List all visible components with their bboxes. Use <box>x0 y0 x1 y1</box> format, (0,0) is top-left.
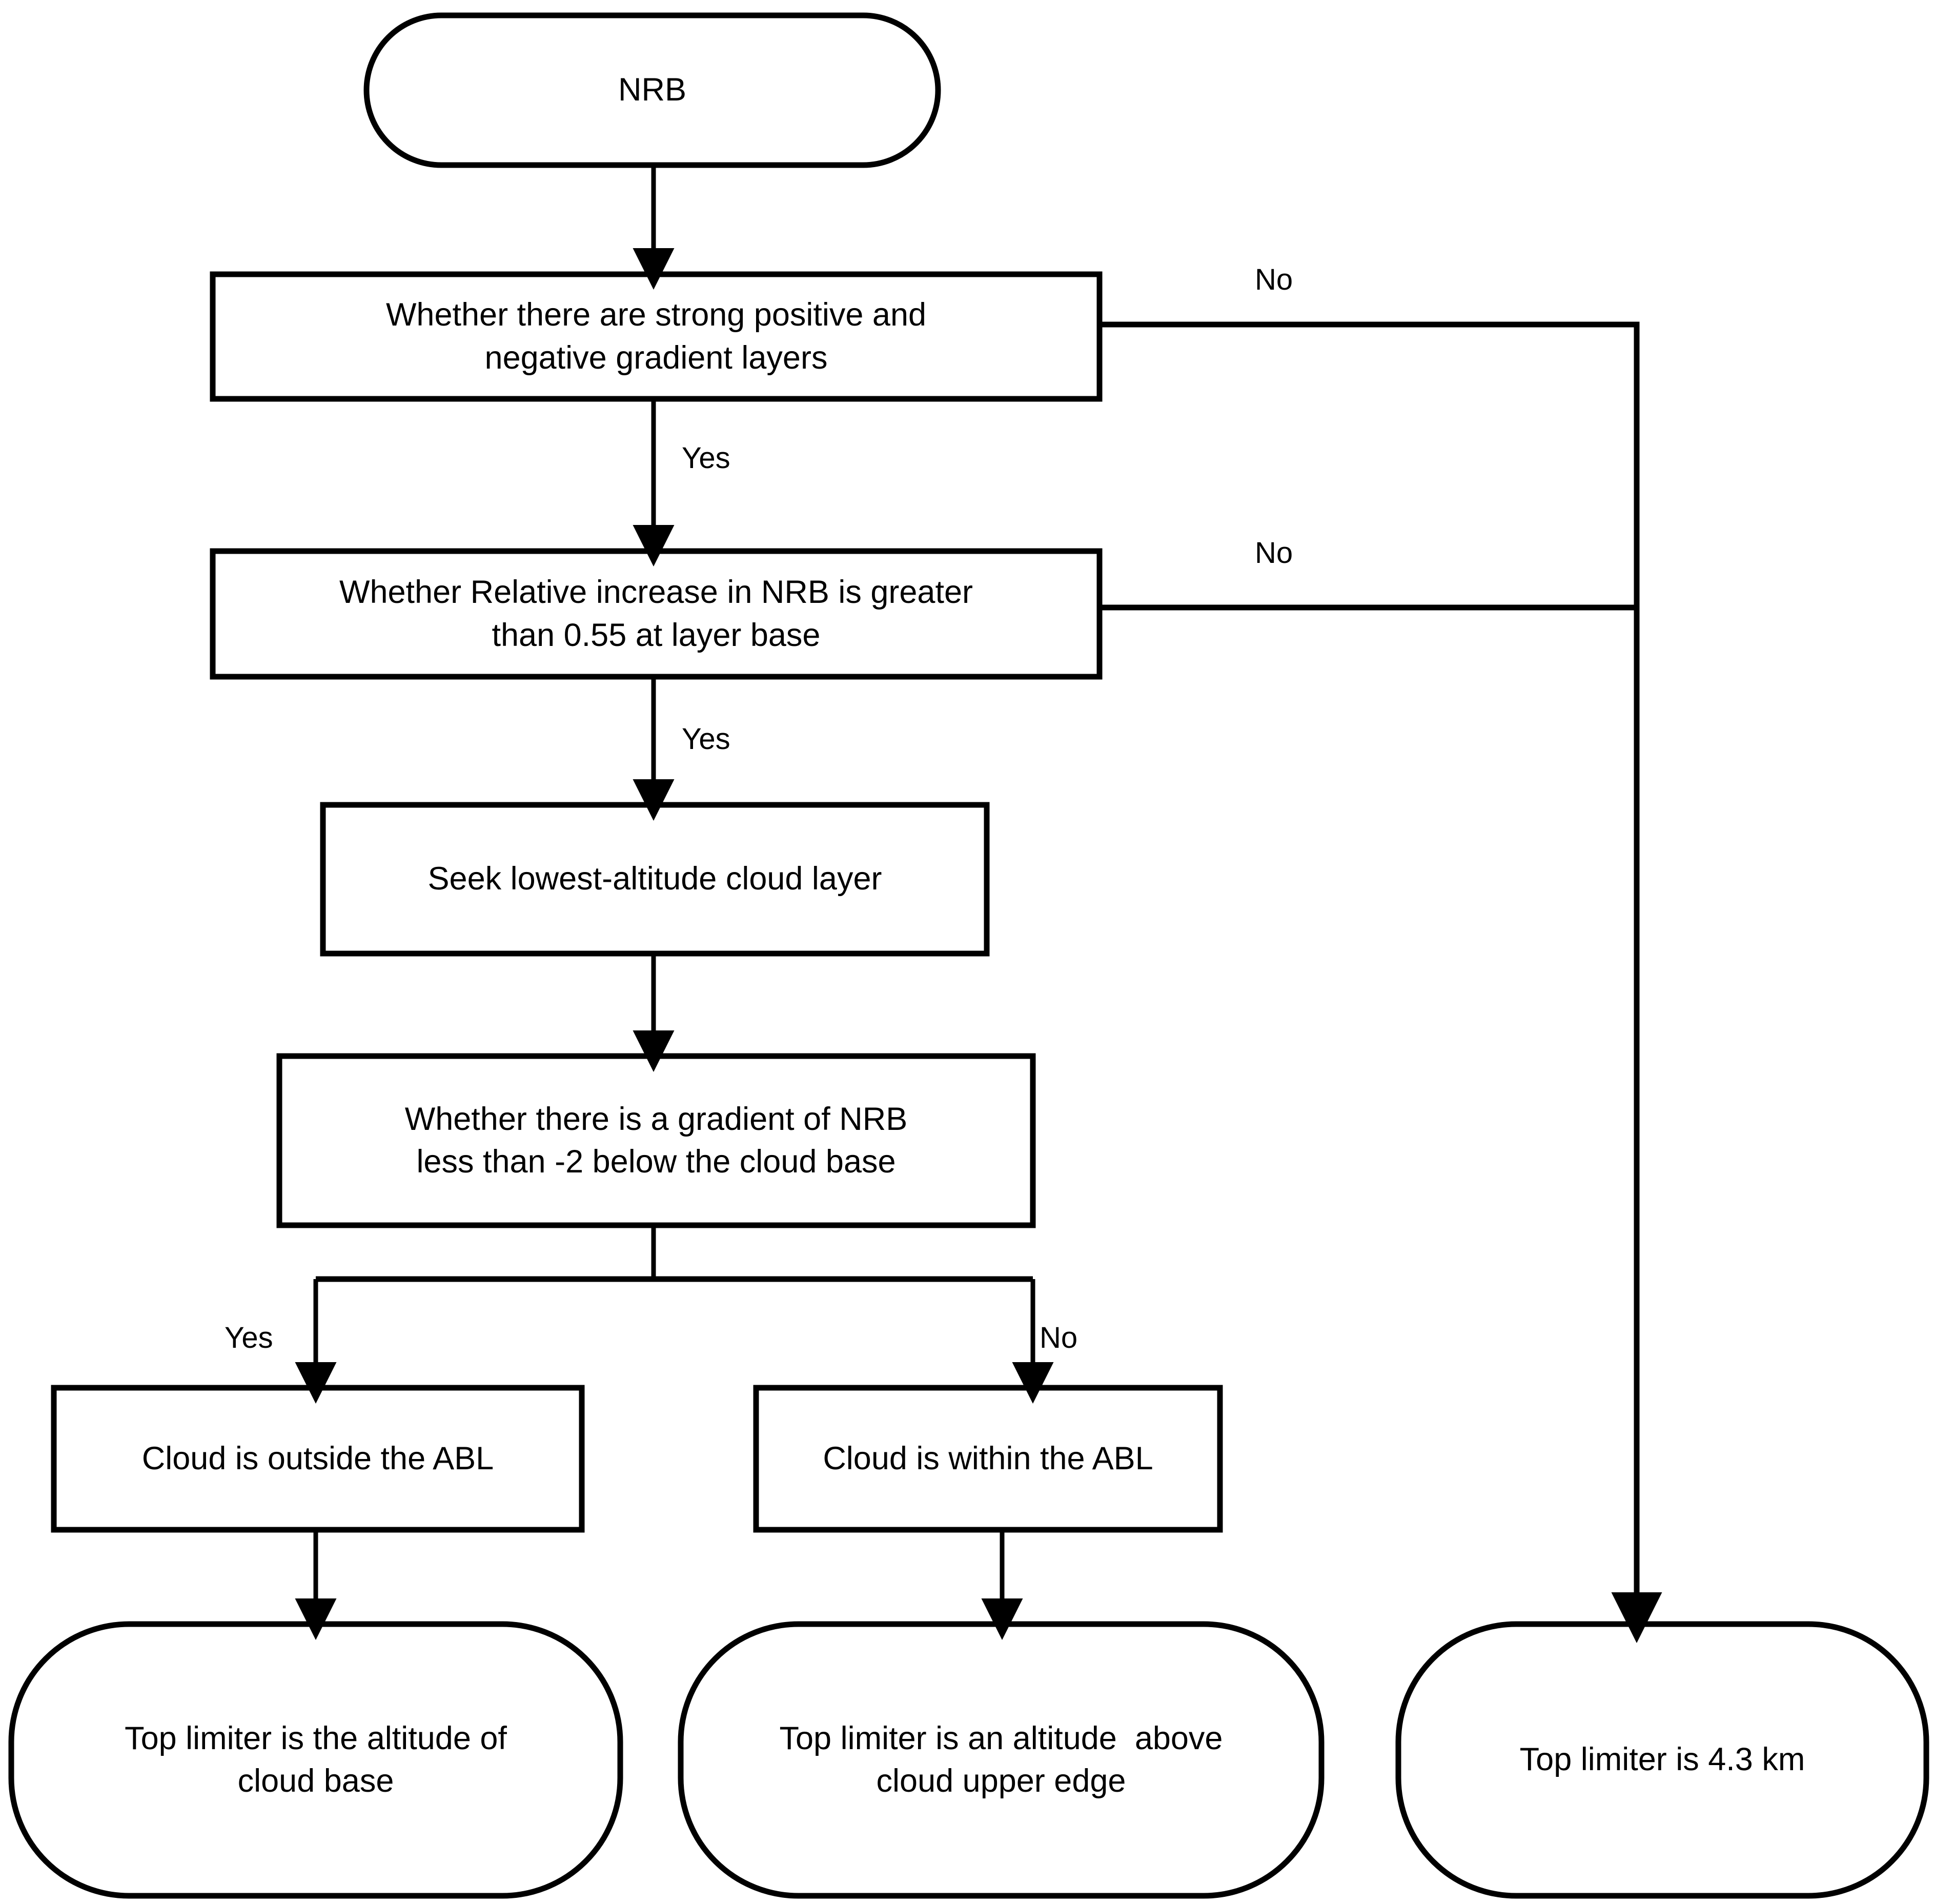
end-top-limiter-above-cloud-upper-edge-shape <box>678 1621 1325 1899</box>
edge-label-d1-yes: Yes <box>682 441 730 475</box>
start-nrb-shape <box>363 12 941 168</box>
decision-gradient-below-cloud-base-shape <box>276 1053 1036 1228</box>
edge-label-d3-yes: Yes <box>225 1321 273 1354</box>
edge-d1-e3-no-line <box>1100 321 1662 1643</box>
edge-label-d2-yes: Yes <box>682 722 730 756</box>
process-seek-lowest-cloud-layer-shape <box>320 802 990 957</box>
end-top-limiter-cloud-base-shape <box>8 1621 623 1899</box>
outcome-cloud-within-abl-shape <box>753 1385 1223 1533</box>
decision-strong-gradient-layers-shape <box>210 271 1103 402</box>
outcome-cloud-outside-abl-shape <box>51 1385 585 1533</box>
edge-label-d1-no: No <box>1255 263 1293 296</box>
edge-label-d2-no: No <box>1255 536 1293 570</box>
decision-relative-increase-nrb-shape <box>210 548 1103 680</box>
end-top-limiter-4-3-km-shape <box>1395 1621 1929 1899</box>
edge-label-d3-no: No <box>1040 1321 1078 1354</box>
